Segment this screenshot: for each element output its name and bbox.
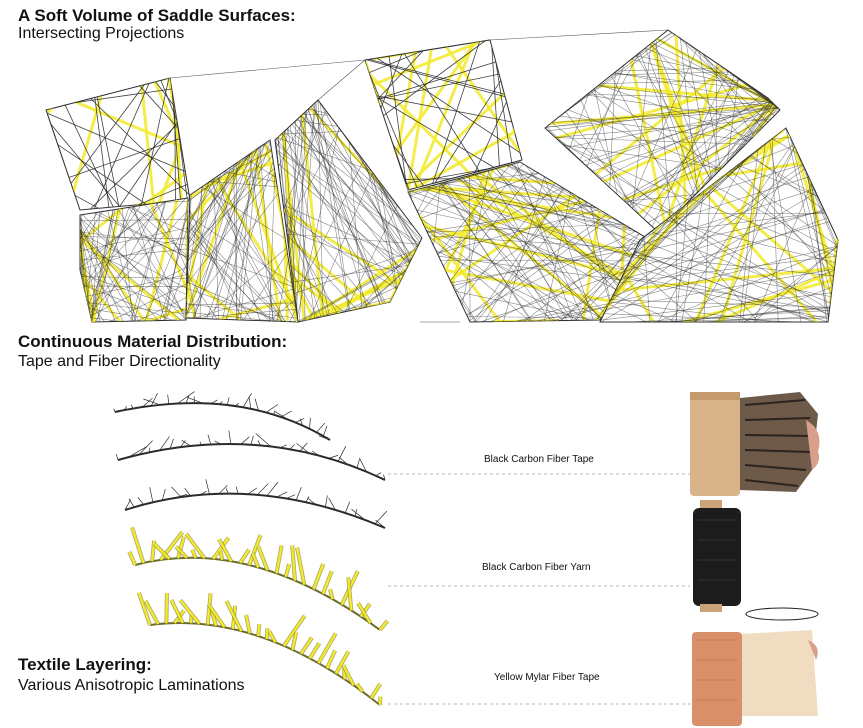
tape-layer [127,526,390,632]
material-label-mylar-tape: Yellow Mylar Fiber Tape [494,672,600,683]
connector-line [189,139,271,201]
saddle-surface-diagram [45,29,839,323]
connector-line [317,59,366,101]
tape-layer [136,592,383,706]
section-title-layering: Textile Layering: [18,655,152,674]
section-title-saddle: A Soft Volume of Saddle Surfaces: [18,6,296,25]
connector-line [169,59,366,79]
tape-layer [113,391,331,441]
connector-line [489,29,669,41]
carbon-yarn-spool-photo [693,500,819,621]
material-label-carbon-yarn: Black Carbon Fiber Yarn [482,562,591,573]
saddle-panel [79,197,189,323]
saddle-panel [274,99,423,323]
tape-layer [124,479,388,529]
saddle-panel [544,29,781,233]
saddle-panel [407,161,651,323]
saddle-panel [45,77,191,211]
section-subtitle-material: Tape and Fiber Directionality [18,353,221,370]
section-title-material: Continuous Material Distribution: [18,332,288,351]
carbon-tape-roll-photo [690,392,820,496]
section-subtitle-saddle: Intersecting Projections [18,25,185,42]
saddle-panel [364,39,523,191]
saddle-panel [185,139,299,323]
tape-layer [115,430,386,481]
mylar-tape-roll-photo [692,630,818,726]
material-label-carbon-tape: Black Carbon Fiber Tape [484,454,594,465]
saddle-panel [599,127,839,323]
section-subtitle-layering: Various Anisotropic Laminations [18,677,245,694]
